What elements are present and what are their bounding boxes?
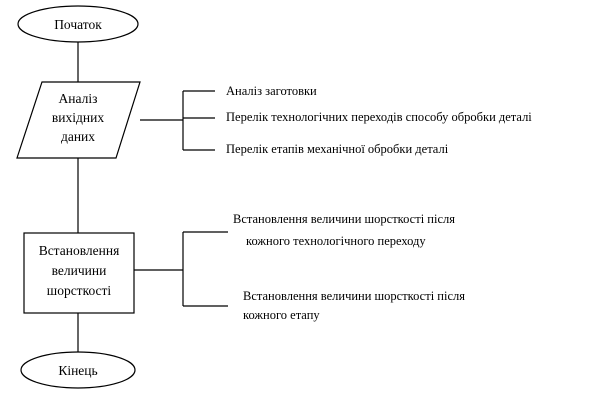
input-note-2: Перелік технологічних переходів способу … <box>226 110 532 124</box>
process-label-line-1: Встановлення <box>39 243 120 258</box>
input-parallelogram: Аналіз вихідних даних <box>16 81 141 159</box>
process-rectangle: Встановлення величини шорсткості <box>23 232 135 314</box>
input-label-line-3: даних <box>61 129 95 144</box>
input-annotation-bracket <box>140 90 215 151</box>
end-terminator: Кінець <box>20 351 136 389</box>
input-note-1: Аналіз заготовки <box>226 84 317 98</box>
input-label-line-1: Аналіз <box>59 91 98 106</box>
process-label-line-2: величини <box>52 263 107 278</box>
process-label-line-3: шорсткості <box>47 283 112 298</box>
process-note-2-line-2: кожного етапу <box>243 308 320 322</box>
process-note-1-line-1: Встановлення величини шорсткості після <box>233 212 455 226</box>
process-note-1-line-2: кожного технологічного переходу <box>246 234 426 248</box>
process-note-2-line-1: Встановлення величини шорсткості після <box>243 289 465 303</box>
start-terminator: Початок <box>17 5 139 43</box>
input-label-line-2: вихідних <box>52 110 104 125</box>
process-annotation-bracket <box>134 231 228 307</box>
start-label: Початок <box>54 17 102 32</box>
end-label: Кінець <box>58 363 97 378</box>
input-note-3: Перелік етапів механічної обробки деталі <box>226 142 449 156</box>
